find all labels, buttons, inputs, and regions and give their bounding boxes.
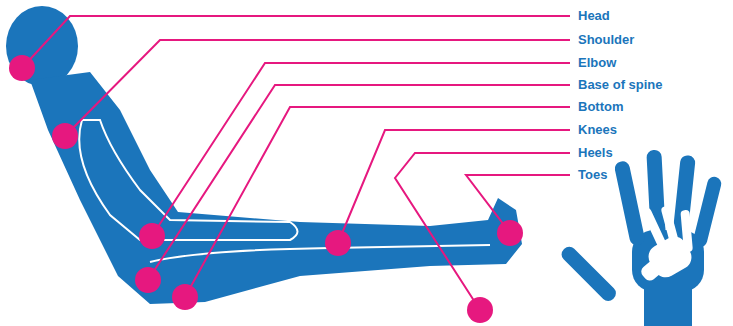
part-label: Head [578,8,610,24]
part-label: Toes [578,167,607,183]
part-label: Shoulder [578,32,634,48]
hand-icon [559,150,723,326]
leader-lines [22,16,570,310]
part-label: Bottom [578,99,624,115]
small-hand-icon [639,205,696,283]
pressure-point-markers [9,55,523,323]
part-label: Elbow [578,55,616,71]
part-label: Knees [578,122,617,138]
part-label: Heels [578,145,613,161]
part-label: Base of spine [578,77,663,93]
